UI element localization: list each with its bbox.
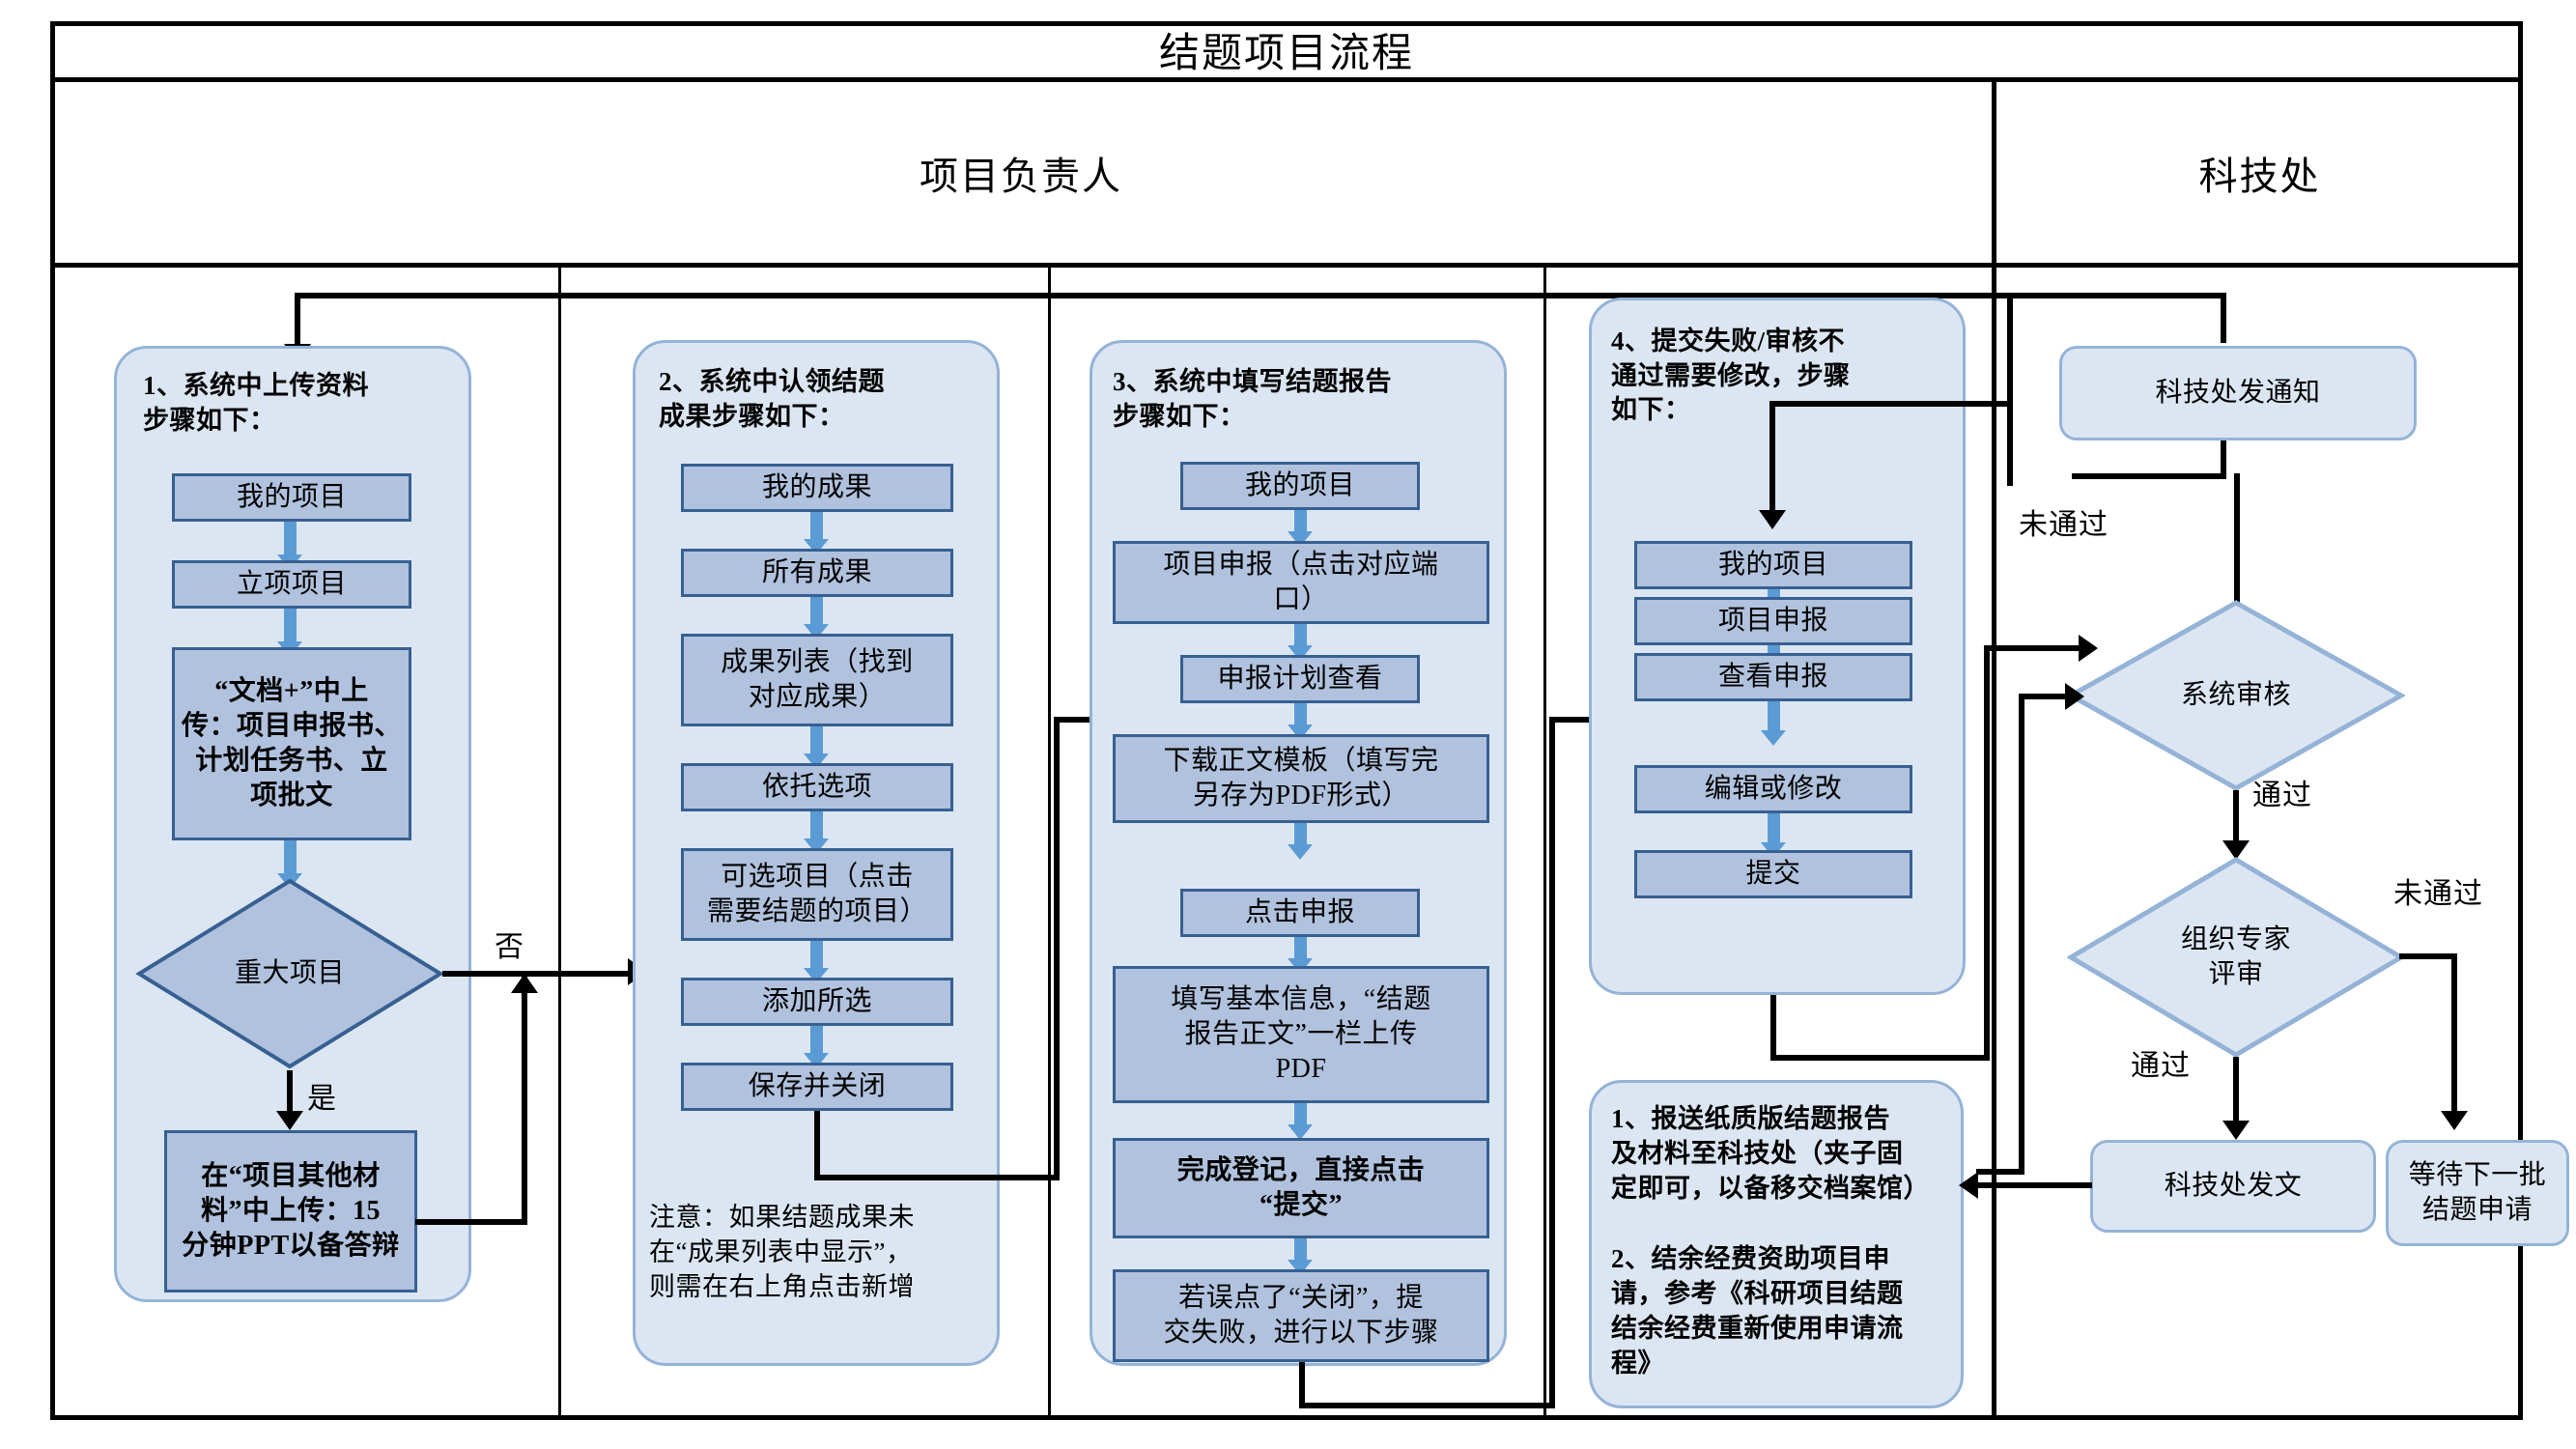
step-g4s3[interactable]: 查看申报	[1634, 653, 1912, 701]
g3-bottom-loop-right	[1299, 1403, 1553, 1408]
step-g4s2[interactable]: 项目申报	[1634, 597, 1912, 645]
step-g2s4[interactable]: 依托选项	[681, 763, 953, 811]
g3-out-up	[1549, 717, 1555, 1180]
g4-out-up-rail	[1984, 645, 1990, 1061]
step-g1s1[interactable]: 我的项目	[172, 473, 411, 522]
group-5-container	[1589, 1080, 1964, 1408]
g4-infeed-horizontal	[1769, 401, 2011, 407]
top-bus-horizontal	[295, 293, 2226, 298]
decision-g1d1[interactable]: 重大项目	[135, 877, 444, 1070]
g4-infeed-drop	[1769, 401, 1775, 517]
office-doc-to-left	[1976, 1182, 2092, 1188]
g4-infeed-arrowhead	[1759, 510, 1786, 529]
decision-expert-review-label: 组织专家 评审	[2180, 923, 2291, 989]
lane-label-owner: 项目负责人	[920, 155, 1122, 198]
g2-out-into-g3	[1054, 717, 1104, 723]
g1-no-label: 否	[495, 931, 524, 963]
step-g2s7[interactable]: 保存并关闭	[681, 1063, 953, 1111]
g3-out-into-g4	[1549, 717, 1599, 723]
decision-expert-review[interactable]: 组织专家 评审	[2067, 856, 2405, 1059]
step-g4s5[interactable]: 提交	[1634, 850, 1912, 898]
step-g2s1[interactable]: 我的成果	[681, 464, 953, 512]
step-g2s2[interactable]: 所有成果	[681, 549, 953, 597]
column-divider-3	[1543, 268, 1546, 1420]
group-4-title: 4、提交失败/审核不 通过需要修改，步骤 如下：	[1611, 327, 1851, 425]
g2-out-right	[814, 1175, 1060, 1180]
column-divider-2	[1048, 268, 1051, 1420]
step-g3s7[interactable]: 完成登记，直接点击 “提交”	[1113, 1138, 1489, 1238]
system-fail-arrowhead	[2065, 683, 2084, 710]
g3-bottom-loop-up	[1549, 1180, 1555, 1408]
diagram-title: 结题项目流程	[1158, 31, 1414, 76]
g2-out-down	[814, 1111, 820, 1180]
group-3-title: 3、系统中填写结题报告 步骤如下：	[1113, 367, 1392, 431]
step-g3s1[interactable]: 我的项目	[1180, 462, 1420, 510]
step-g3s8[interactable]: 若误点了“关闭”，提 交失败，进行以下步骤	[1113, 1269, 1489, 1362]
lane-divider-main	[1992, 77, 1996, 1420]
step-g3s4[interactable]: 下载正文模板（填写完 另存为PDF形式）	[1113, 734, 1489, 823]
g1-loop-arrowhead	[511, 974, 538, 993]
step-g4s1[interactable]: 我的项目	[1634, 541, 1912, 589]
office-notice-box[interactable]: 科技处发通知	[2059, 346, 2417, 440]
step-g1s3[interactable]: “文档+”中上 传：项目申报书、 计划任务书、立 项批文	[172, 647, 411, 840]
step-g1s2[interactable]: 立项项目	[172, 560, 411, 609]
system-pass-stem	[2233, 790, 2239, 846]
group-1-title: 1、系统中上传资料 步骤如下：	[143, 371, 369, 435]
office-fail-rail-up	[2007, 293, 2013, 486]
step-g3s5[interactable]: 点击申报	[1180, 889, 1420, 937]
step-g2s3[interactable]: 成果列表（找到 对应成果）	[681, 634, 953, 726]
expert-pass-label: 通过	[2131, 1050, 2191, 1082]
step-g3s2[interactable]: 项目申报（点击对应端 口）	[1113, 541, 1489, 624]
g1-loop-from-box	[415, 1219, 527, 1225]
notice-to-system-down	[2221, 440, 2226, 479]
system-fail-rail-vertical	[2019, 694, 2024, 1175]
expert-fail-arrowhead	[2441, 1111, 2468, 1130]
system-fail-rail-to-note	[1976, 1169, 2024, 1175]
top-bus-drop-to-col1	[295, 293, 300, 347]
g4-out-to-diamond	[1984, 645, 2086, 651]
top-bus-drop-to-notice	[2221, 293, 2226, 343]
notice-to-system-drop	[2234, 473, 2240, 620]
decision-system-review-label: 系统审核	[2180, 679, 2291, 710]
g3-bottom-loop-down	[1299, 1362, 1305, 1408]
step-g2s6[interactable]: 添加所选	[681, 978, 953, 1026]
expert-fail-right	[2399, 953, 2457, 959]
office-result-fail-box[interactable]: 等待下一批 结题申请	[2386, 1140, 2569, 1246]
expert-fail-label: 未通过	[2393, 878, 2483, 910]
lane-header-rule	[50, 263, 2523, 268]
swimlane-frame	[50, 21, 2523, 1420]
group-2-note: 注意：如果结题成果未 在“成果列表中显示”， 则需在右上角点击新增	[649, 1203, 915, 1302]
group-5-note: 1、报送纸质版结题报告 及材料至科技处（夹子固 定即可，以备移交档案馆） 2、结…	[1611, 1104, 1930, 1378]
step-g2s5[interactable]: 可选项目（点击 需要结题的项目）	[681, 848, 953, 941]
expert-pass-arrowhead	[2222, 1121, 2250, 1140]
system-pass-label: 通过	[2252, 780, 2312, 811]
decision-system-review[interactable]: 系统审核	[2067, 599, 2405, 792]
g1-yes-label: 是	[307, 1083, 337, 1115]
office-doc-arrowhead	[1959, 1172, 1978, 1199]
g1-loop-vertical	[522, 976, 527, 1225]
expert-pass-stem	[2233, 1057, 2239, 1126]
g4-out-down	[1770, 995, 1776, 1061]
system-fail-label: 未通过	[2019, 509, 2109, 541]
title-band-rule	[50, 77, 2523, 82]
g1-yes-arrowhead	[276, 1111, 303, 1130]
notice-to-system-left	[2072, 473, 2226, 479]
system-fail-left	[2019, 694, 2072, 699]
g1-yes-stem	[287, 1070, 293, 1117]
expert-fail-down	[2451, 953, 2457, 1116]
step-g3s3[interactable]: 申报计划查看	[1180, 655, 1420, 703]
g2-out-up	[1054, 717, 1060, 1180]
g1-no-right	[442, 971, 636, 977]
step-g4s4[interactable]: 编辑或修改	[1634, 765, 1912, 813]
group-2-title: 2、系统中认领结题 成果步骤如下：	[659, 367, 885, 431]
g4-out-arrowhead	[2079, 635, 2098, 662]
step-g3s6[interactable]: 填写基本信息，“结题 报告正文”一栏上传 PDF	[1113, 966, 1489, 1103]
step-g1s4[interactable]: 在“项目其他材 料”中上传：15 分钟PPT以备答辩	[164, 1130, 417, 1293]
decision-g1d1-label: 重大项目	[234, 957, 345, 988]
column-divider-1	[558, 268, 561, 1420]
lane-label-office: 科技处	[2198, 155, 2321, 198]
g4-out-right	[1770, 1055, 1990, 1061]
system-pass-arrowhead	[2222, 840, 2250, 860]
office-result-pass-box[interactable]: 科技处发文	[2090, 1140, 2376, 1233]
